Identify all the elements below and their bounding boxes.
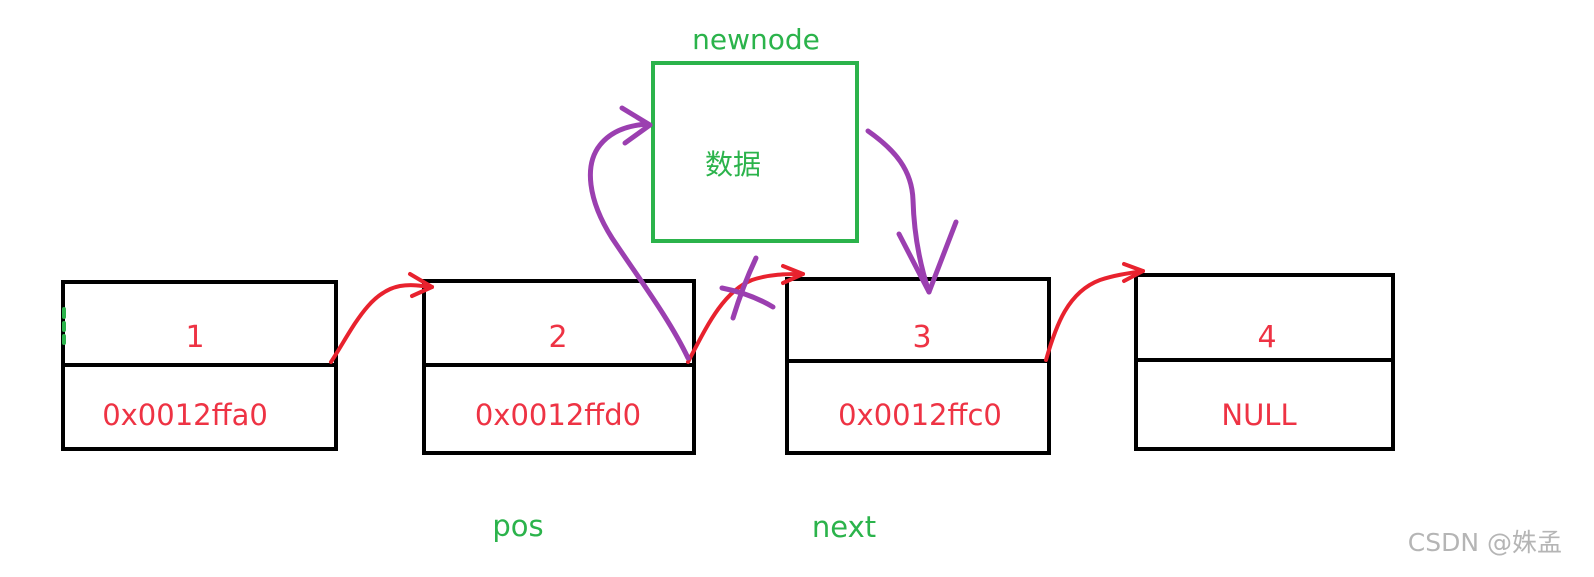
list-node-1: 1 0x0012ffa0 [61, 280, 338, 451]
newnode-box [651, 61, 859, 243]
purple-new-links [587, 105, 959, 361]
arrowhead-node3-to-node4 [1122, 262, 1145, 283]
arrowhead-pos-to-newnode [619, 105, 653, 146]
next-label: next [812, 510, 876, 544]
node-1-next-address: 0x0012ffa0 [102, 398, 268, 432]
pos-label: pos [492, 509, 543, 543]
node-1-value: 1 [185, 320, 204, 355]
newnode-box-group: newnode 数据 [651, 23, 859, 243]
watermark: CSDN @姝孟 [1408, 528, 1562, 557]
node-3-next-address: 0x0012ffc0 [838, 398, 1002, 432]
list-node-3: 3 0x0012ffc0 [785, 277, 1051, 455]
node-4-value: 4 [1257, 320, 1276, 355]
arrowhead-node1-to-node2 [408, 272, 434, 298]
arrow-node1-to-node2 [329, 283, 434, 364]
newnode-title: newnode [692, 23, 820, 56]
node-2-value: 2 [548, 320, 567, 355]
arrowhead-newnode-to-next [896, 219, 959, 295]
list-node-4: 4 NULL [1134, 273, 1395, 451]
list-node-2: 2 0x0012ffd0 [422, 279, 696, 455]
arrow-node3-to-node4 [1044, 269, 1145, 362]
newnode-content: 数据 [705, 148, 761, 181]
arrow-newnode-to-next [865, 128, 932, 295]
arrowhead-node2-to-node3 [781, 264, 805, 285]
arrow-pos-to-newnode [587, 121, 691, 361]
cross-mark-stroke-1 [730, 255, 759, 321]
cross-mark-stroke-2 [719, 285, 776, 310]
node-4-next-address: NULL [1221, 398, 1296, 432]
node-2-next-address: 0x0012ffd0 [475, 398, 641, 432]
node-3-value: 3 [912, 320, 931, 355]
node-3-box [785, 277, 1051, 455]
